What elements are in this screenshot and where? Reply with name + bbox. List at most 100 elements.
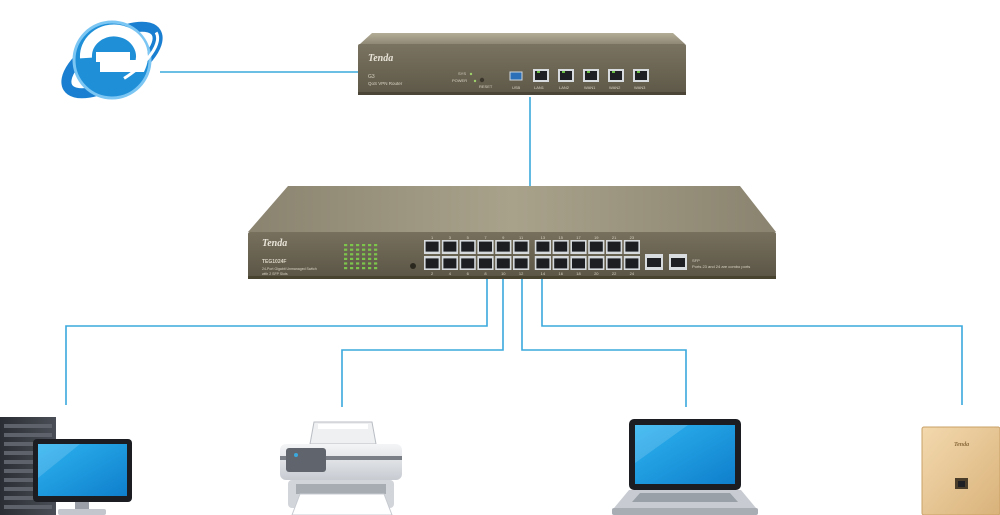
switch-port-number-bottom: 6 (467, 271, 470, 276)
switch-port-number-bottom: 12 (519, 271, 524, 276)
switch-port[interactable] (552, 240, 569, 254)
switch-led (344, 253, 348, 256)
switch-port-number-top: 1 (431, 235, 434, 240)
switch-led (362, 253, 366, 256)
switch-led (374, 248, 378, 251)
switch-led (344, 248, 348, 251)
switch-port-number-top: 3 (449, 235, 452, 240)
switch-led (362, 248, 366, 251)
switch-port-number-top: 11 (519, 235, 524, 240)
switch-port-number-bottom: 20 (594, 271, 599, 276)
switch-port[interactable] (623, 240, 640, 254)
switch-reset-button[interactable] (410, 263, 416, 269)
switch-led (344, 257, 348, 260)
switch-led (356, 248, 360, 251)
router-port-3-label: WAN1 (584, 85, 596, 90)
link-switch-laptop (521, 278, 687, 407)
switch-port[interactable] (441, 256, 458, 270)
switch-port[interactable] (459, 240, 476, 254)
router-port-1[interactable]: LAN1 (533, 69, 549, 90)
switch-port[interactable] (495, 240, 512, 254)
switch-port[interactable] (534, 256, 551, 270)
switch-port[interactable] (570, 240, 587, 254)
switch-led (368, 253, 372, 256)
router-port-4[interactable]: WAN2 (608, 69, 624, 90)
switch-port[interactable] (588, 240, 605, 254)
switch-port[interactable] (424, 240, 441, 254)
switch-led (344, 244, 348, 247)
switch-port[interactable] (459, 256, 476, 270)
router-led-sys-light (469, 72, 473, 76)
switch-port-number-bottom: 16 (558, 271, 563, 276)
switch-sfp-slot-1[interactable] (645, 254, 663, 270)
switch-led (362, 267, 366, 270)
router-port-5[interactable]: WAN3 (633, 69, 649, 90)
switch-port[interactable] (495, 256, 512, 270)
switch-port-number-top: 23 (630, 235, 635, 240)
router-reset-label: RESET (479, 84, 493, 89)
link-switch-printer (341, 278, 504, 407)
printer-icon (280, 421, 402, 515)
router-reset-button[interactable] (479, 77, 485, 83)
switch-port[interactable] (623, 256, 640, 270)
switch-port[interactable] (441, 240, 458, 254)
switch-port[interactable] (552, 256, 569, 270)
router-port-3[interactable]: WAN1 (583, 69, 599, 90)
switch-led (350, 248, 354, 251)
connection-lines (65, 71, 963, 407)
switch-led (368, 257, 372, 260)
router-usb-port[interactable] (509, 71, 523, 81)
switch-brand: Tenda (262, 238, 287, 249)
access-point-brand: Tenda (954, 442, 969, 448)
switch-led (374, 267, 378, 270)
switch-led (344, 267, 348, 270)
switch-led (350, 257, 354, 260)
switch-port[interactable] (477, 256, 494, 270)
switch-port[interactable] (606, 240, 623, 254)
switch-port-number-bottom: 2 (431, 271, 434, 276)
wall-access-point-icon: Tenda (921, 426, 1000, 515)
router-port-1-label: LAN1 (534, 85, 545, 90)
switch-subtitle-2: with 2 SFP Slots (262, 272, 288, 276)
switch-sfp-slot-2[interactable] (669, 254, 687, 270)
switch-led (362, 262, 366, 265)
switch-port[interactable] (513, 256, 530, 270)
switch-led (368, 267, 372, 270)
switch-port-number-top: 7 (484, 235, 487, 240)
switch-port[interactable] (588, 256, 605, 270)
switch-port[interactable] (424, 256, 441, 270)
switch-port-number-top: 15 (558, 235, 563, 240)
router-port-2-label: LAN2 (559, 85, 570, 90)
switch-port-number-top: 19 (594, 235, 599, 240)
server-desktop-icon (0, 417, 132, 515)
switch-port[interactable] (534, 240, 551, 254)
switch-sfp-label: SFP (692, 258, 700, 263)
switch-combo-note: Ports 23 and 24 are combo ports (692, 264, 750, 269)
router-model: G3 (368, 74, 375, 80)
switch-led (350, 262, 354, 265)
switch-port-number-top: 13 (541, 235, 546, 240)
switch-port[interactable] (477, 240, 494, 254)
switch-port-number-top: 9 (502, 235, 505, 240)
switch-subtitle: 24-Port Gigabit Unmanaged Switch (262, 267, 317, 271)
switch-port[interactable] (513, 240, 530, 254)
link-switch-server (65, 278, 488, 405)
switch-port-number-bottom: 10 (501, 271, 506, 276)
switch-led (356, 257, 360, 260)
switch-led (368, 262, 372, 265)
link-switch-access-point (541, 278, 963, 405)
switch-led (368, 248, 372, 251)
switch-port[interactable] (570, 256, 587, 270)
switch-port-number-bottom: 18 (576, 271, 581, 276)
switch-led (350, 244, 354, 247)
switch-port[interactable] (606, 256, 623, 270)
router-led-power-light (473, 79, 477, 83)
switch-port-number-bottom: 22 (612, 271, 617, 276)
router-led-sys: SYS (458, 71, 466, 76)
router-port-5-label: WAN3 (634, 85, 646, 90)
switch-port-block (424, 240, 640, 270)
switch-port-number-top: 17 (576, 235, 581, 240)
switch-device: Tenda TEG1024F 24-Port Gigabit Unmanaged… (248, 186, 776, 279)
router-port-2[interactable]: LAN2 (558, 69, 574, 90)
